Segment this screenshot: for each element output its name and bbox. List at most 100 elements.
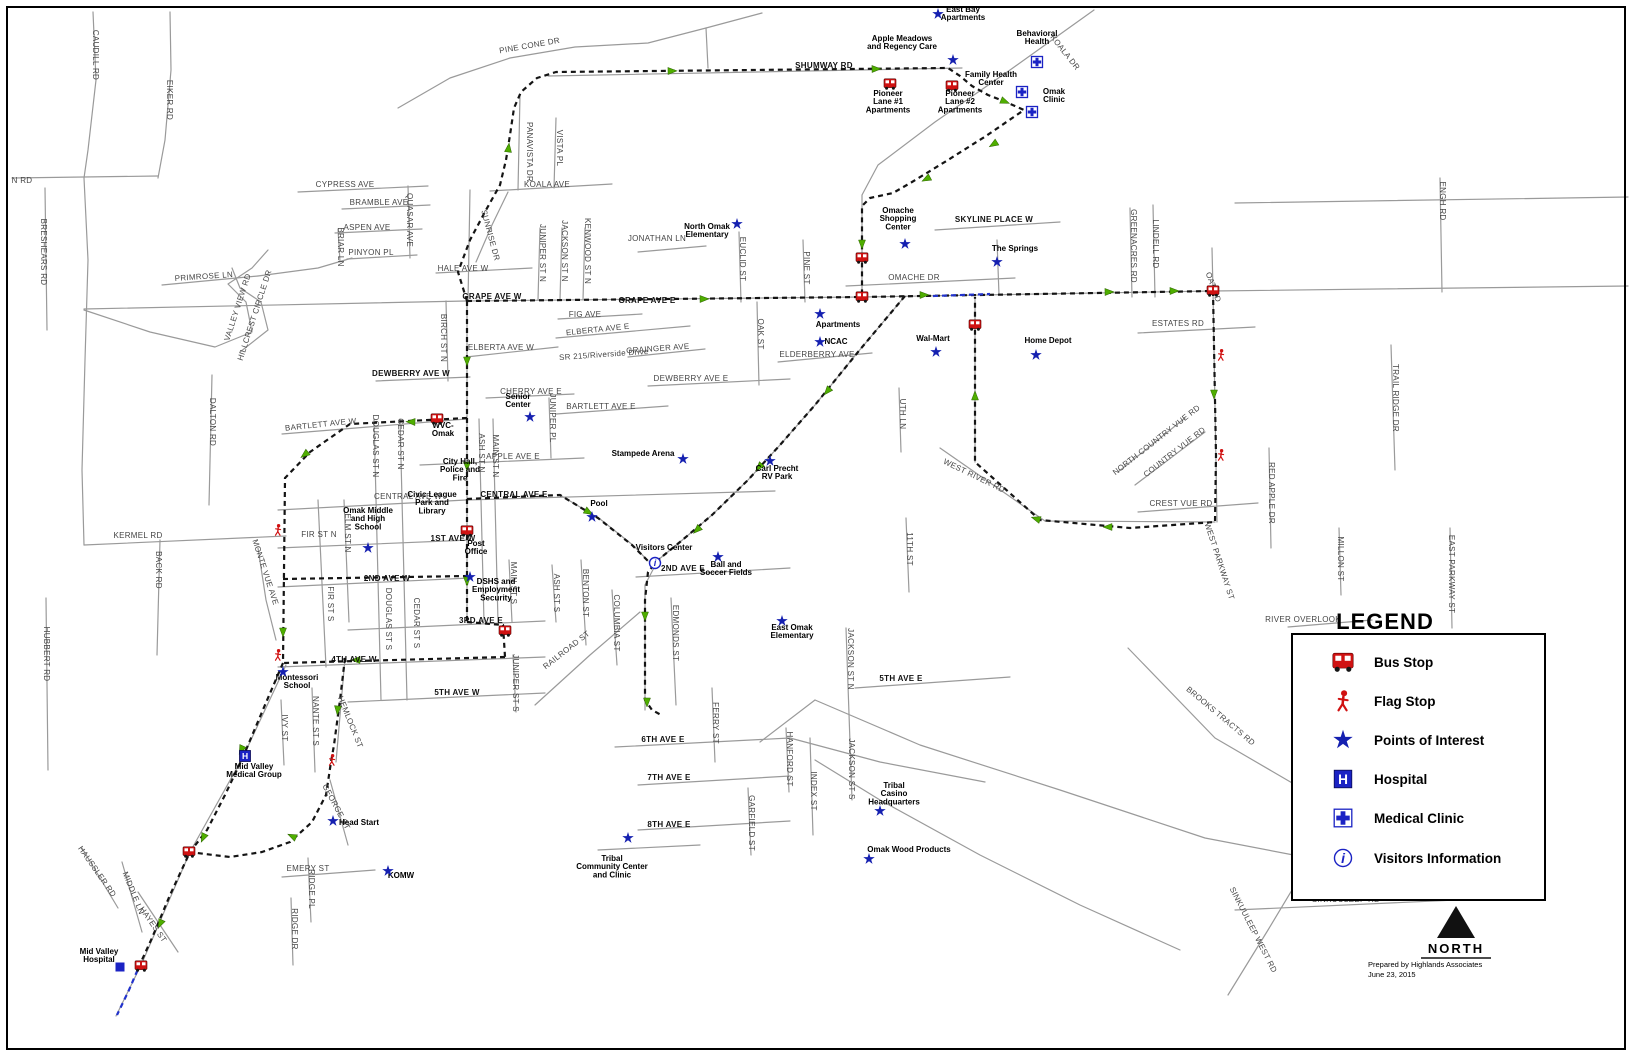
poi-label: The Springs	[992, 244, 1039, 253]
street-label: 2ND AVE E	[661, 564, 705, 573]
poi-label-line: Omak Middle	[343, 506, 393, 515]
bus-route	[973, 290, 1218, 530]
credit-line-2: June 23, 2015	[1368, 970, 1416, 979]
route-direction-arrow	[463, 356, 471, 367]
legend-item-label: Flag Stop	[1374, 694, 1436, 709]
point-of-interest-marker	[899, 238, 911, 249]
street-label: ASPEN AVE	[343, 223, 390, 232]
point-of-interest-marker	[930, 346, 942, 357]
star-glyph	[622, 832, 634, 843]
bus-icon-wheel	[1334, 666, 1340, 672]
road	[647, 378, 791, 387]
bus-icon-window	[953, 82, 957, 86]
arrow-glyph	[405, 418, 416, 426]
street-label: N RD	[12, 176, 33, 185]
bus-icon-wheel	[190, 854, 194, 858]
route-direction-arrow	[823, 385, 834, 396]
street-label: SKYLINE PLACE W	[955, 215, 1033, 224]
street-label: CYPRESS AVE	[316, 180, 375, 189]
bus-icon-window	[142, 962, 146, 966]
poi-label-line: School	[355, 522, 382, 531]
street-label: MAIN ST S	[509, 562, 518, 605]
street-label: CREST VUE RD	[1149, 499, 1212, 508]
star-glyph	[863, 853, 875, 864]
street-label: HALE AVE W	[438, 264, 489, 273]
person-icon-arms	[275, 528, 282, 531]
poi-label-line: Center	[978, 78, 1003, 87]
road	[637, 820, 791, 831]
star-glyph	[991, 256, 1003, 267]
route-direction-arrow	[300, 448, 311, 458]
street-label: MAIN ST N	[491, 434, 500, 477]
medical-clinic-marker	[1030, 55, 1044, 69]
route-direction-arrow	[582, 506, 594, 515]
point-of-interest-marker	[947, 54, 959, 65]
bus-icon-window	[438, 415, 442, 419]
route-direction-arrow	[1104, 288, 1115, 296]
arrow-glyph	[582, 506, 594, 515]
street-label: JUNIPER ST N	[538, 224, 547, 282]
star-glyph	[327, 815, 339, 826]
bus-icon-window	[885, 80, 889, 84]
street-label: JUNIPER ST S	[511, 654, 520, 712]
road	[492, 418, 499, 623]
point-of-interest-marker	[874, 805, 886, 816]
street-label: CENTRAL AVE E	[480, 490, 548, 499]
road	[341, 204, 431, 210]
bus-icon-window	[500, 627, 504, 631]
star-glyph	[764, 455, 776, 466]
street-label: EUCLID ST	[738, 237, 747, 282]
poi-label-line: City Hall,	[443, 457, 477, 466]
street-label: 1ST AVE W	[431, 534, 476, 543]
bus-icon-wheel	[947, 88, 951, 92]
poi-label-line: Medical Group	[226, 770, 282, 779]
legend-icon-flag-stop	[1337, 690, 1349, 712]
poi-label-line: Library	[418, 506, 446, 515]
road	[711, 687, 716, 763]
poi-label-line: Apartments	[938, 105, 983, 114]
point-of-interest-marker	[362, 542, 374, 553]
street-label: CAUDILL RD	[91, 30, 100, 80]
street-label: BRAMBLE AVE	[350, 198, 409, 207]
poi-label: WVC-Omak	[432, 421, 455, 438]
arrow-glyph	[300, 448, 311, 458]
point-of-interest-marker	[814, 308, 826, 319]
arrow-glyph	[919, 291, 930, 299]
street-label: BARTLETT AVE E	[566, 402, 636, 411]
road	[905, 517, 910, 593]
bus-icon-window	[190, 848, 194, 852]
poi-label-line: DSHS and	[477, 577, 516, 586]
star-glyph	[277, 666, 289, 677]
poi-label: Home Depot	[1024, 336, 1071, 345]
star-glyph	[677, 453, 689, 464]
poi-label-line: KOMW	[388, 871, 415, 880]
street-label: QUASAR AVE	[405, 193, 414, 247]
street-label: 2ND AVE W	[364, 574, 410, 583]
point-of-interest-marker	[327, 815, 339, 826]
poi-label: Pool	[590, 499, 607, 508]
road	[465, 490, 776, 501]
poi-label-line: The Springs	[992, 244, 1039, 253]
road	[738, 231, 742, 303]
street-label: PINYON PL	[348, 248, 394, 257]
street-label: EIKER RD	[165, 80, 174, 120]
road	[1268, 447, 1272, 549]
road	[280, 699, 285, 766]
poi-label-line: Pioneer	[945, 89, 974, 98]
road	[644, 295, 906, 711]
overlay-text-layer: LEGEND NORTH Prepared by Highlands Assoc…	[1336, 609, 1491, 979]
person-icon-arms	[1218, 353, 1225, 356]
point-of-interest-marker	[464, 571, 476, 582]
road	[208, 374, 213, 506]
bus-stop-marker	[968, 319, 982, 331]
poi-label-line: Shopping	[880, 214, 917, 223]
info-icon-letter: i	[654, 558, 657, 568]
bus-icon-wheel	[1208, 293, 1212, 297]
bus-icon-window	[863, 293, 867, 297]
road	[1234, 196, 1629, 204]
street-label: BRESHEARS RD	[39, 219, 48, 286]
poi-label: Visitors Center	[636, 543, 693, 552]
